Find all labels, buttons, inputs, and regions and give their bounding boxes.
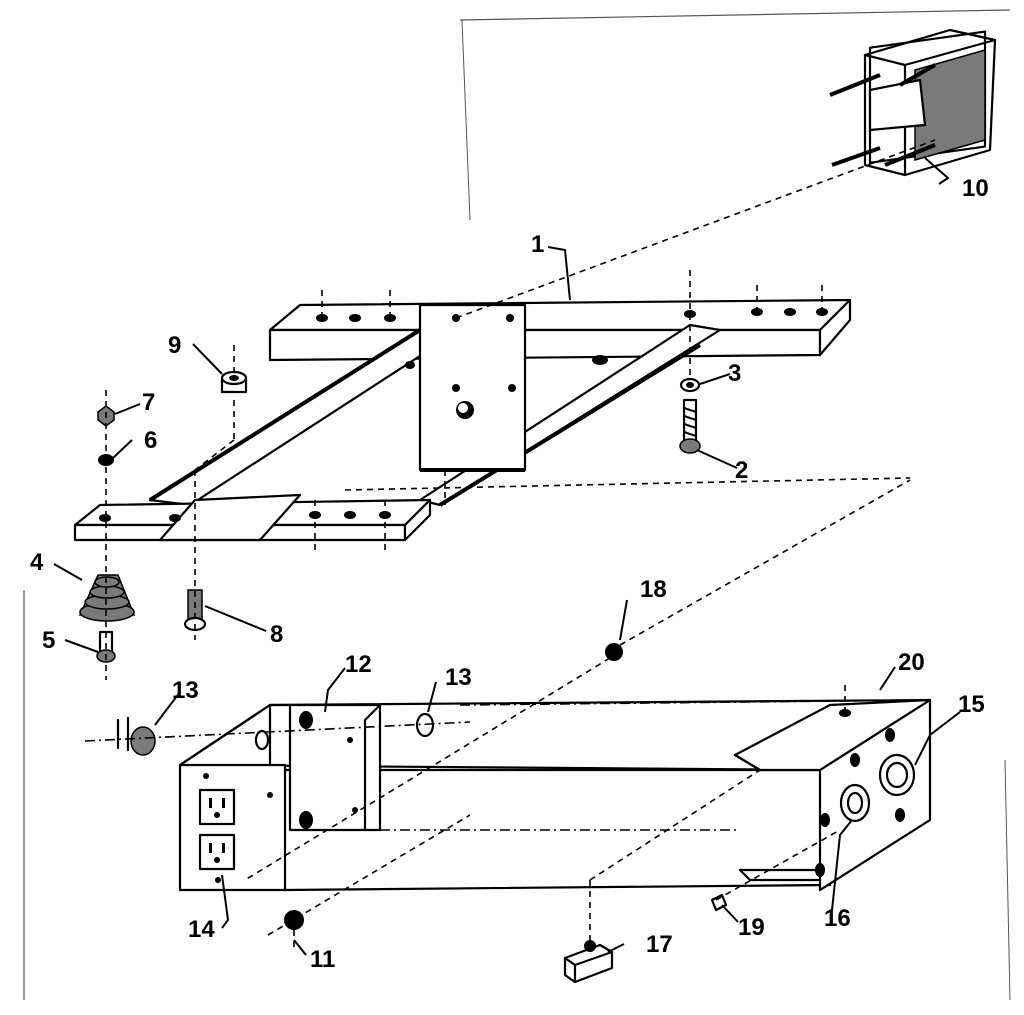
callout-7: 7 — [142, 389, 155, 416]
callout-20: 20 — [898, 649, 925, 676]
part-13-grommet-left — [116, 716, 156, 756]
callout-13-right: 13 — [445, 664, 472, 691]
callout-18: 18 — [640, 576, 667, 603]
callout-13-left: 13 — [172, 677, 199, 704]
part-10-relay — [829, 28, 997, 177]
part-9-spacer — [220, 370, 248, 394]
part-17-switch — [563, 940, 614, 984]
callout-17: 17 — [646, 931, 673, 958]
callout-10: 10 — [962, 175, 989, 202]
callout-5: 5 — [42, 627, 55, 654]
callout-labels: 1 2 3 4 5 6 7 8 9 10 11 12 13 13 14 15 1… — [30, 175, 989, 973]
callout-15: 15 — [958, 691, 985, 718]
callout-11: 11 — [310, 946, 335, 973]
callout-8: 8 — [270, 621, 283, 648]
part-18-screw — [605, 643, 623, 661]
callout-12: 12 — [345, 651, 372, 678]
part-2-screw — [679, 398, 701, 454]
callout-2: 2 — [735, 457, 748, 484]
part-1-bracket — [73, 298, 852, 542]
callout-19: 19 — [738, 914, 765, 941]
callout-4: 4 — [30, 549, 44, 576]
assembly-lines-upper — [105, 139, 936, 680]
callout-14: 14 — [188, 916, 215, 943]
callout-16: 16 — [824, 905, 851, 932]
callout-9: 9 — [168, 332, 181, 359]
callout-3: 3 — [728, 360, 741, 387]
callout-1: 1 — [531, 231, 544, 258]
leader-lines — [53, 157, 961, 956]
callout-6: 6 — [144, 427, 157, 454]
assembly-lines-lower — [84, 479, 931, 950]
part-3-washer — [679, 377, 701, 393]
part-4-rubber-foot — [78, 574, 136, 622]
part-20-chassis — [178, 698, 932, 892]
scan-artifacts — [23, 9, 1011, 1001]
part-11-screw — [284, 910, 304, 930]
